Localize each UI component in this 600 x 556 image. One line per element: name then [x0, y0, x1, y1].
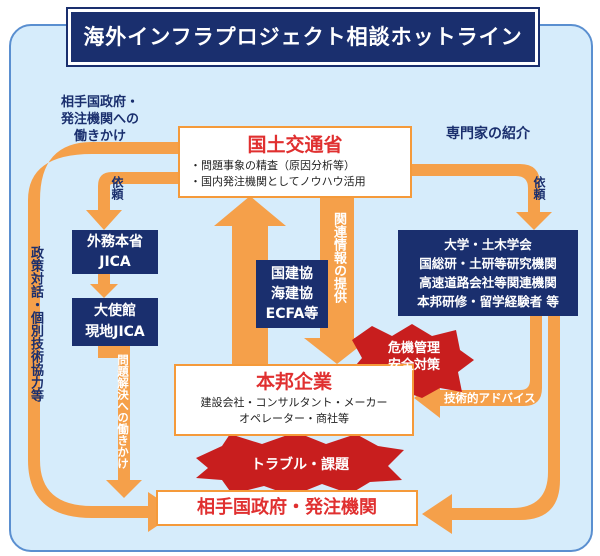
associations-line1: 国建協: [271, 266, 313, 282]
experts-line2: 国総研・土研等研究機関: [419, 256, 557, 271]
experts-line4: 本邦研修・留学経験者 等: [417, 294, 559, 309]
mofa-line1: 外務本省: [87, 234, 143, 250]
experts-line3: 高速道路会社等関連機関: [419, 275, 557, 290]
partner-box: 相手国政府・発注機関: [156, 490, 418, 526]
expert-intro-label: 専門家の紹介: [446, 126, 530, 142]
approach-line2: 発注機関への: [60, 112, 139, 127]
trouble-badge: トラブル・課題: [251, 457, 349, 473]
approach-line1: 相手国政府・: [60, 95, 139, 110]
problem-solving-label: 問題解決への働きかけ: [116, 354, 130, 469]
embassy-box: 大使館 現地JICA: [72, 298, 158, 346]
associations-box: 国建協 海建協 ECFA等: [256, 260, 328, 328]
approach-label: 相手国政府・ 発注機関への 働きかけ: [40, 94, 160, 145]
crisis-line1: 危機管理: [387, 341, 440, 356]
companies-title: 本邦企業: [255, 371, 332, 393]
request-right-label: 依頼: [532, 176, 546, 200]
mlit-title: 国土交通省: [247, 134, 343, 156]
policy-dialogue-label: 政策対話・個別技術協力等: [28, 246, 43, 402]
info-provision-label: 関連情報の提供: [331, 212, 346, 303]
arrow-problem-solving: [98, 346, 142, 498]
companies-box: 本邦企業 建設会社・コンサルタント・メーカー オペレーター・商社等: [174, 364, 414, 436]
mlit-box: 国土交通省 ・問題事象の精査（原因分析等） ・国内発注機関としてノウハウ活用: [178, 126, 412, 198]
request-left-label: 依頼: [110, 176, 124, 200]
approach-line3: 働きかけ: [73, 129, 126, 144]
arrow-request-left: [86, 172, 178, 230]
companies-line2: オペレーター・商社等: [239, 412, 349, 425]
arrow-mofa-embassy: [90, 272, 118, 298]
associations-line2: 海建協: [271, 286, 313, 302]
embassy-line2: 現地JICA: [85, 324, 145, 340]
arrow-policy-dialogue: [28, 142, 178, 532]
crisis-badge: 危機管理 安全対策: [368, 340, 460, 374]
mlit-item-1: ・問題事象の精査（原因分析等）: [190, 159, 355, 172]
partner-title: 相手国政府・発注機関: [197, 497, 377, 518]
companies-line1: 建設会社・コンサルタント・メーカー: [200, 396, 388, 409]
mofa-jica-box: 外務本省 JICA: [72, 230, 158, 274]
technical-advice-label: 技術的アドバイス: [444, 391, 536, 405]
mofa-line2: JICA: [99, 254, 131, 270]
arrow-experts-partner: [422, 316, 560, 534]
arrow-technical-advice: [414, 316, 542, 418]
embassy-line1: 大使館: [94, 303, 136, 319]
mlit-item-2: ・国内発注機関としてノウハウ活用: [190, 175, 366, 188]
experts-box: 大学・土木学会 国総研・土研等研究機関 高速道路会社等関連機関 本邦研修・留学経…: [398, 230, 578, 316]
associations-line3: ECFA等: [265, 306, 319, 322]
trouble-burst: [196, 432, 404, 496]
experts-line1: 大学・土木学会: [444, 237, 532, 252]
arrow-request-right: [412, 164, 552, 230]
page-title: 海外インフラプロジェクト相談ホットライン: [66, 7, 540, 67]
crisis-line2: 安全対策: [387, 358, 440, 373]
